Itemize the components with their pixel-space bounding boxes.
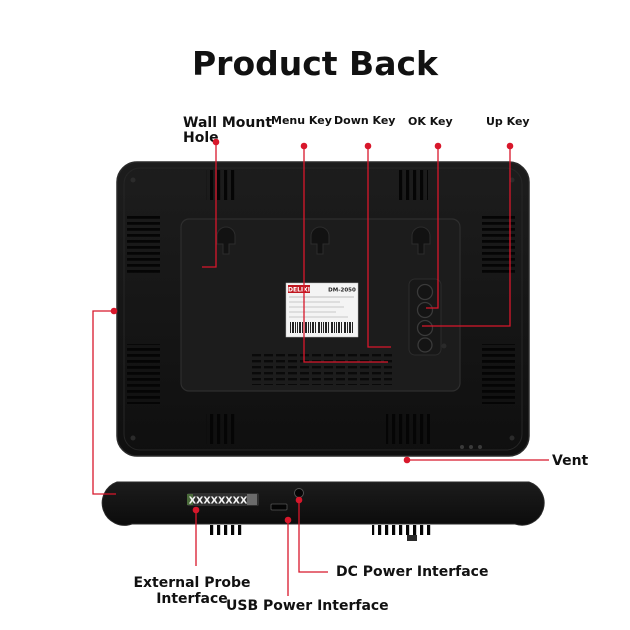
menu-key[interactable]	[417, 337, 433, 353]
up-key-label: Up Key	[486, 115, 530, 128]
down-key-label: Down Key	[334, 114, 396, 127]
product-label-brand: DELIXI	[288, 287, 310, 294]
left-upper-vent	[127, 215, 160, 275]
ok-key-label: OK Key	[408, 115, 453, 128]
bottom-left-vent	[206, 414, 236, 444]
callout-dots	[110, 138, 514, 524]
left-lower-vent	[127, 344, 160, 404]
product-label-model: DM-2050	[328, 288, 356, 294]
probe-connector-text: XXXXXXXX	[189, 496, 248, 507]
wall-mount-hole	[216, 226, 431, 255]
product-label: DELIXI DM-2050	[285, 282, 359, 338]
dc-power-interface-label: DC Power Interface	[336, 564, 489, 580]
menu-key-label: Menu Key	[271, 114, 332, 127]
dc-power-port[interactable]	[294, 488, 304, 498]
device-back: DELIXI DM-2050	[116, 161, 530, 457]
panel-vent-slots	[251, 352, 392, 385]
right-lower-vent	[482, 344, 515, 404]
external-probe-port[interactable]	[187, 493, 259, 506]
callout-lines	[92, 142, 549, 596]
button-cluster	[408, 278, 447, 356]
up-key[interactable]	[416, 283, 434, 301]
external-probe-interface-label: External Probe Interface	[133, 575, 251, 607]
bottom-right-vent	[386, 414, 430, 444]
top-right-vent	[398, 170, 428, 200]
device-side: XXXXXXXX	[101, 481, 545, 541]
usb-power-port[interactable]	[270, 503, 288, 511]
ok-key[interactable]	[416, 301, 434, 319]
top-left-vent	[206, 170, 236, 200]
vent-label: Vent	[552, 453, 589, 469]
page-title: Product Back	[191, 44, 438, 83]
usb-power-interface-label: USB Power Interface	[226, 598, 389, 614]
down-key[interactable]	[416, 319, 434, 337]
wall-mount-hole-label: Wall Mount Hole	[183, 115, 273, 146]
